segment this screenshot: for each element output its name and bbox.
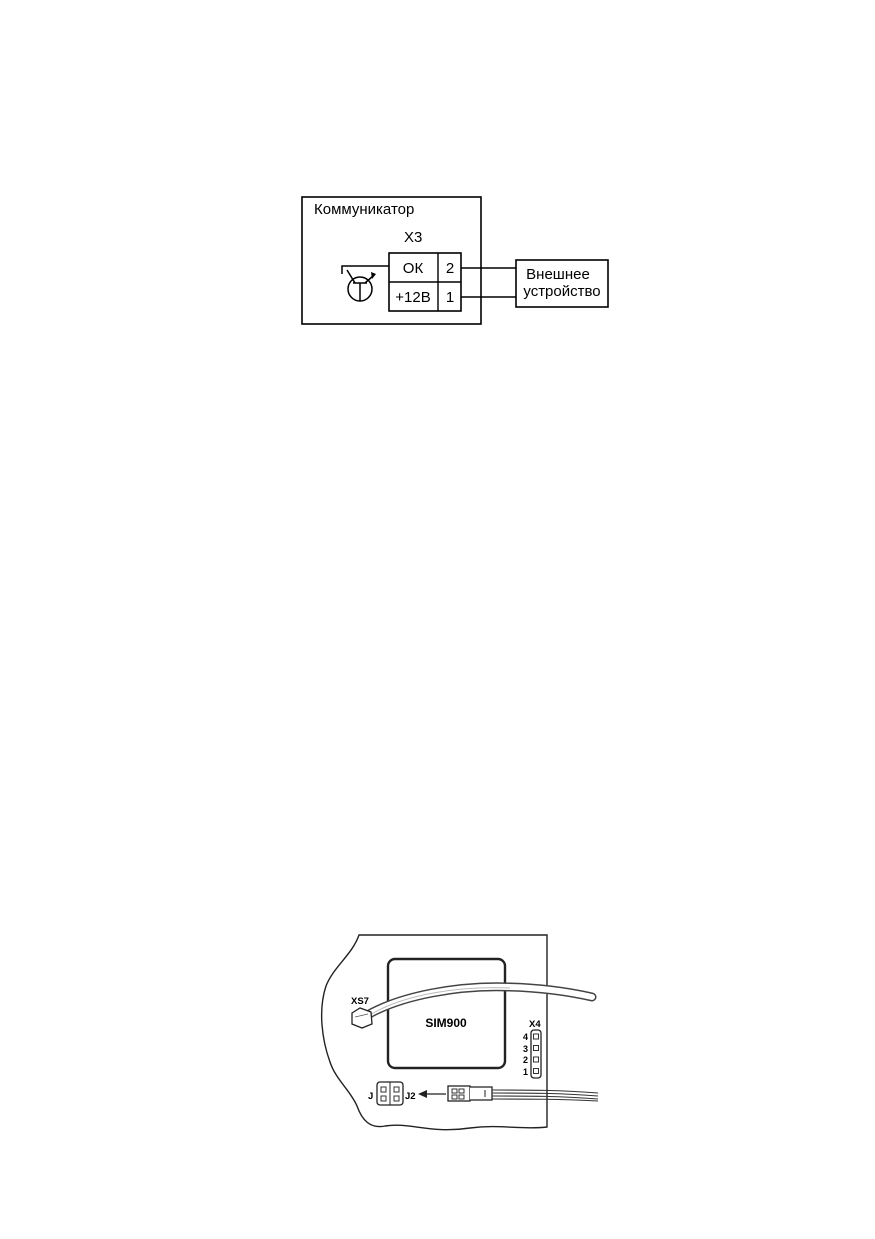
x4-pin-3: 3 <box>523 1044 528 1054</box>
x4-label: X4 <box>529 1019 541 1030</box>
plug-connector-icon <box>447 1085 493 1102</box>
antenna-cable <box>359 982 597 1022</box>
j2-header <box>376 1081 404 1106</box>
terminal-2-number: 2 <box>446 260 454 277</box>
x4-pin-1: 1 <box>523 1067 528 1077</box>
x4-pin-2: 2 <box>523 1055 528 1065</box>
transistor-icon <box>341 265 389 302</box>
wiring-diagram: Коммуникатор X3 ОК 2 +12В 1 Внешнее устр… <box>301 196 609 325</box>
external-device-box <box>515 259 609 308</box>
board-outline <box>321 934 548 1131</box>
terminal-1-number: 1 <box>446 289 454 306</box>
x4-header <box>530 1029 542 1079</box>
sim900-module <box>386 957 507 1070</box>
communicator-label: Коммуникатор <box>314 201 414 218</box>
x4-pin-4: 4 <box>523 1032 528 1042</box>
sim900-label: SIM900 <box>425 1016 467 1030</box>
x4-pins <box>533 1033 539 1074</box>
j2-pins <box>380 1086 400 1102</box>
terminal-1-name: +12В <box>395 289 430 306</box>
plug-cable <box>491 1089 599 1102</box>
xs7-connector-icon <box>351 1007 373 1029</box>
j-label: J <box>368 1091 373 1102</box>
communicator-box <box>301 196 482 325</box>
insert-arrow-icon <box>418 1090 446 1098</box>
xs7-label: XS7 <box>351 996 369 1007</box>
external-device-label-line1: Внешнее <box>526 266 590 283</box>
j2-label: J2 <box>405 1091 416 1102</box>
external-device-label-line2: устройство <box>523 283 600 300</box>
terminal-2-name: ОК <box>403 260 424 277</box>
connector-label: X3 <box>404 229 422 246</box>
